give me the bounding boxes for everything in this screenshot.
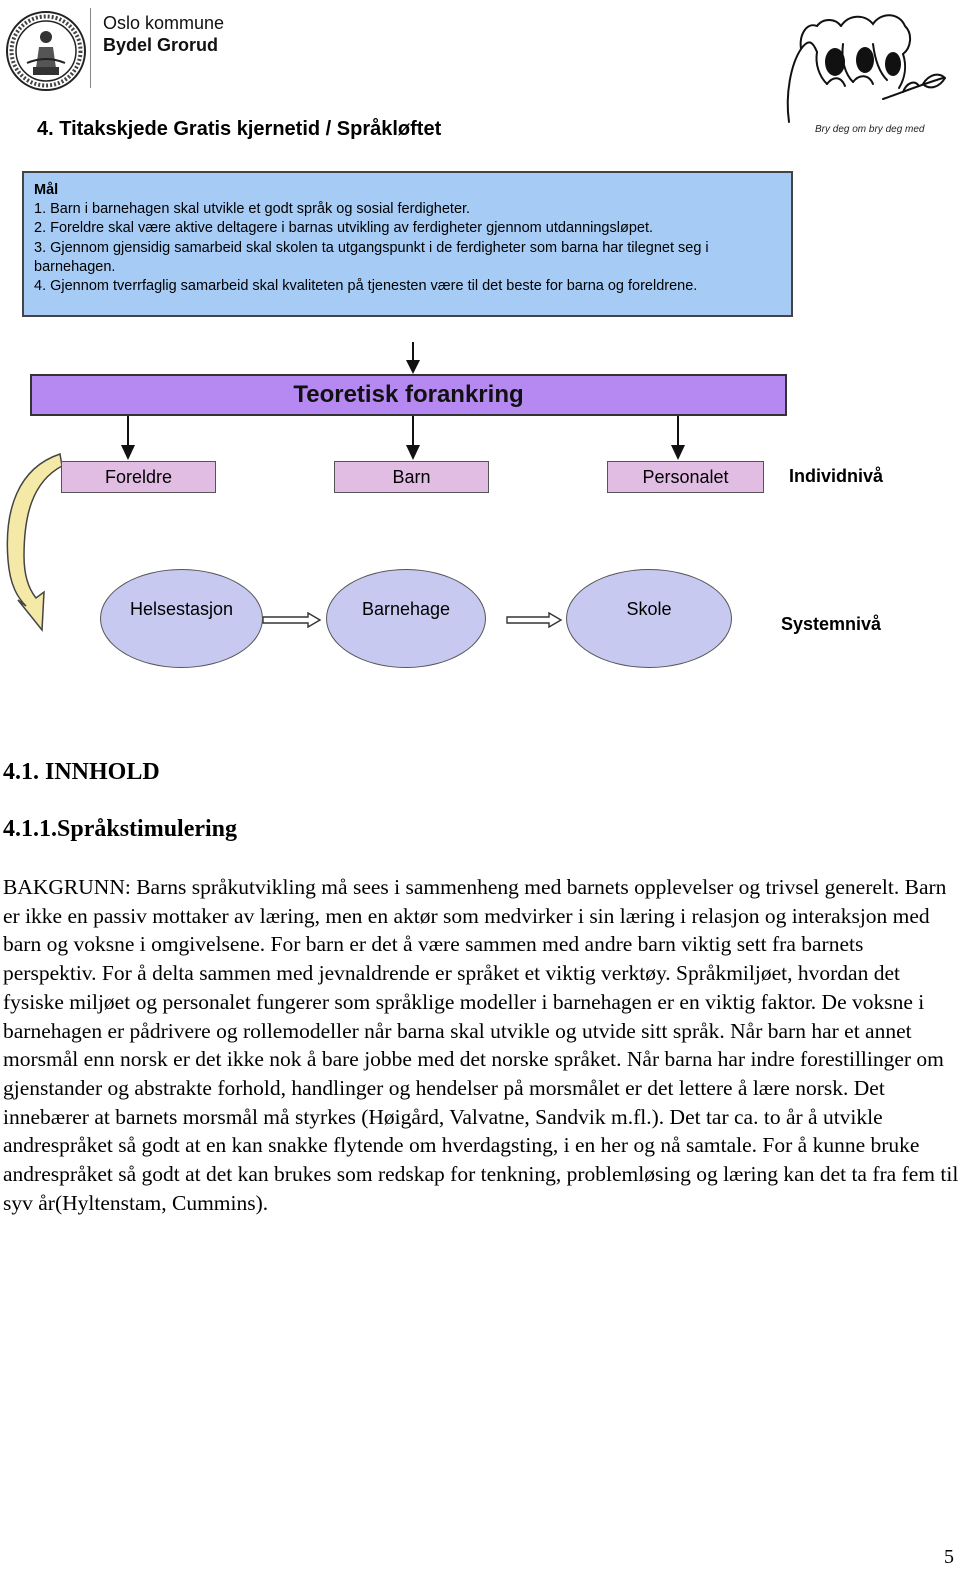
arrow-right-icon — [506, 611, 563, 629]
oslo-seal-logo — [5, 5, 87, 97]
family-illustration-logo — [783, 4, 948, 124]
goal-item: 4. Gjennom tverrfaglig samarbeid skal kv… — [34, 278, 698, 295]
body-paragraph: BAKGRUNN: Barns språkutvikling må sees i… — [3, 875, 959, 1215]
goals-heading: Mål — [34, 182, 59, 198]
document-title: 4. Titakskjede Gratis kjernetid / Språkl… — [37, 118, 442, 140]
diagram-arrows — [6, 342, 685, 633]
system-ellipse-barnehage: Barnehage — [326, 569, 486, 668]
org-name-line2: Bydel Grorud — [103, 35, 219, 55]
header-divider — [90, 8, 91, 88]
arrow-down-icon — [406, 342, 420, 374]
goal-item: 1. Barn i barnehagen skal utvikle et god… — [34, 201, 471, 218]
subsection-heading: 4.1.1.Språkstimulering — [3, 816, 238, 842]
system-level-label: Systemnivå — [781, 614, 882, 634]
arrow-down-icon — [121, 416, 135, 460]
goal-item: 2. Foreldre skal være aktive deltagere i… — [34, 220, 654, 237]
goal-item: 3. Gjennom gjensidig samarbeid skal skol… — [34, 239, 709, 275]
page-number: 5 — [944, 1546, 954, 1568]
section-heading: 4.1. INNHOLD — [3, 759, 160, 785]
individual-box-foreldre: Foreldre — [61, 461, 216, 493]
theory-box: Teoretisk forankring — [30, 374, 787, 416]
arrow-right-icon — [262, 611, 322, 629]
individual-box-personalet: Personalet — [607, 461, 764, 493]
individual-box-barn: Barn — [334, 461, 489, 493]
system-ellipse-skole: Skole — [566, 569, 732, 668]
system-ellipse-helsestasjon: Helsestasjon — [100, 569, 263, 668]
curved-arrow-icon — [6, 453, 63, 633]
slogan-text: Bry deg om bry deg med — [815, 124, 925, 135]
individual-level-label: Individnivå — [789, 466, 884, 486]
org-name-line1: Oslo kommune — [103, 13, 225, 33]
goals-box: Mål 1. Barn i barnehagen skal utvikle et… — [22, 171, 793, 317]
arrow-down-icon — [406, 416, 420, 460]
arrow-down-icon — [671, 416, 685, 460]
